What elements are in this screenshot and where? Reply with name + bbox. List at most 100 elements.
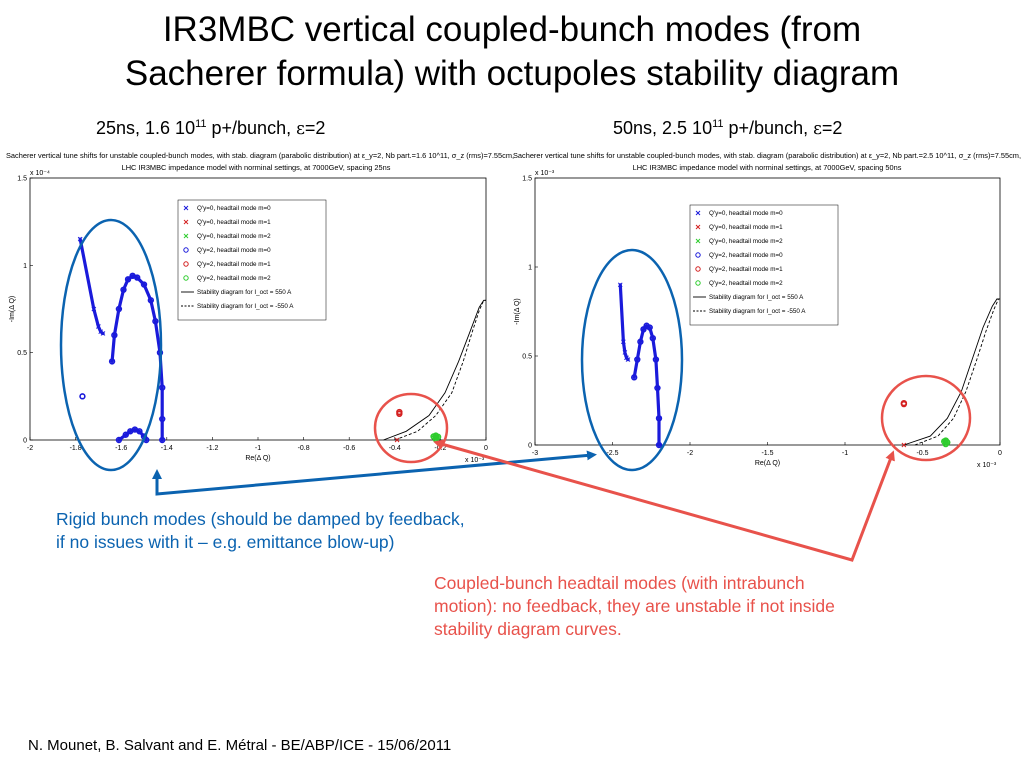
data-series-trace (432, 434, 440, 441)
legend-marker-cross (183, 205, 189, 211)
legend-label: Q'y=0, headtail mode m=0 (709, 210, 783, 217)
x-tick-label: -0.8 (298, 445, 310, 452)
stability-curve-dashed (914, 298, 1000, 446)
x-tick-label: -1.2 (206, 445, 218, 452)
x-tick-label: -1.6 (115, 445, 127, 452)
x-axis-exponent: x 10⁻³ (977, 462, 997, 469)
data-series-trace (110, 274, 164, 442)
footer-credits: N. Mounet, B. Salvant and E. Métral - BE… (28, 737, 452, 754)
legend-label: Q'y=0, headtail mode m=1 (709, 224, 783, 231)
data-point-cross (901, 442, 907, 448)
rigid-bunch-annotation-line2: if no issues with it – e.g. emittance bl… (56, 532, 395, 552)
x-tick-label: -1 (842, 450, 848, 457)
x-tick-label: -1 (255, 445, 261, 452)
data-series-trace (618, 283, 630, 362)
left-plot-header: Sacherer vertical tune shifts for unstab… (6, 150, 515, 174)
left-plot-header-line1: Sacherer vertical tune shifts for unstab… (6, 151, 515, 160)
left-subtitle-exponent: 11 (195, 118, 207, 130)
x-tick-label: -3 (532, 450, 538, 457)
legend-marker-cross (695, 224, 701, 230)
right-subtitle-exponent: 11 (712, 118, 724, 130)
right-subtitle-value: =2 (821, 118, 843, 138)
legend-marker-cross (183, 233, 189, 239)
legend-marker-circle (695, 280, 701, 286)
legend-marker-circle (695, 252, 701, 258)
right-subtitle-epsilon: ε (813, 119, 822, 139)
legend-label: Stability diagram for I_oct = -550 A (709, 308, 806, 315)
blue-arrow-connector (152, 450, 597, 496)
legend-marker-cross (695, 210, 701, 216)
chart-legend: Q'y=0, headtail mode m=0Q'y=0, headtail … (689, 204, 839, 326)
rigid-bunch-annotation: Rigid bunch modes (should be damped by f… (56, 508, 616, 554)
red-arrow-connector (433, 439, 895, 562)
x-tick-label: -0.4 (389, 445, 401, 452)
right-plot-header: Sacherer vertical tune shifts for unstab… (512, 150, 1022, 174)
data-series-trace (942, 439, 949, 446)
data-series-trace (78, 237, 105, 336)
x-axis-exponent: x 10⁻³ (465, 457, 485, 464)
y-tick-label: 1.5 (17, 176, 27, 183)
data-point-circle (900, 399, 908, 407)
x-tick-label: -2 (27, 445, 33, 452)
cross-stroke (901, 442, 907, 448)
headtail-annotation-line1: Coupled-bunch headtail modes (with intra… (434, 573, 805, 593)
legend-label: Q'y=2, headtail mode m=2 (709, 280, 783, 287)
data-point-circle (396, 408, 403, 416)
legend-label: Q'y=0, headtail mode m=2 (197, 233, 271, 240)
legend-marker-cross (695, 238, 701, 244)
y-axis-exponent: x 10⁻³ (535, 170, 555, 177)
left-subtitle-unit: p+/bunch, (206, 118, 297, 138)
legend-label: Q'y=0, headtail mode m=1 (197, 219, 271, 226)
stability-curve-dashed (394, 299, 486, 441)
x-tick-label: -0.5 (916, 450, 928, 457)
legend-marker-circle (695, 266, 701, 272)
legend-label: Stability diagram for I_oct = 550 A (197, 289, 292, 296)
legend-marker-circle (183, 261, 189, 267)
y-axis-label: -Im(Δ Q) (514, 298, 521, 324)
y-tick-label: 0 (23, 438, 27, 445)
headtail-annotation-line3: stability diagram curves. (434, 619, 622, 639)
y-tick-label: 1.5 (522, 176, 532, 183)
y-axis-label: -Im(Δ Q) (9, 296, 16, 322)
headtail-annotation-line2: motion): no feedback, they are unstable … (434, 596, 835, 616)
legend-label: Stability diagram for I_oct = -550 A (197, 303, 294, 310)
data-point-cross (394, 437, 400, 443)
x-tick-label: -0.6 (343, 445, 355, 452)
data-series-trace (632, 324, 661, 447)
y-tick-label: 0.5 (522, 354, 532, 361)
legend-label: Q'y=2, headtail mode m=0 (197, 247, 271, 254)
x-tick-label: 0 (484, 445, 488, 452)
legend-label: Q'y=0, headtail mode m=2 (709, 238, 783, 245)
legend-label: Stability diagram for I_oct = 550 A (709, 294, 804, 301)
y-tick-label: 0 (528, 443, 532, 450)
headtail-annotation: Coupled-bunch headtail modes (with intra… (434, 572, 994, 641)
y-axis-exponent: x 10⁻⁴ (30, 170, 50, 177)
left-rigid-modes-highlight (59, 218, 163, 472)
stability-curve-solid (903, 298, 1000, 446)
chart-legend: Q'y=0, headtail mode m=0Q'y=0, headtail … (177, 199, 327, 321)
legend-label: Q'y=2, headtail mode m=2 (197, 275, 271, 282)
right-plot-header-line2: LHC IR3MBC impedance model with norminal… (632, 163, 902, 172)
x-axis-label: Re(Δ Q) (755, 460, 780, 467)
legend-marker-circle (183, 275, 189, 281)
legend-marker-circle (183, 247, 189, 253)
left-subtitle-value: =2 (304, 118, 326, 138)
stability-curve-solid (383, 299, 486, 441)
rigid-bunch-annotation-line1: Rigid bunch modes (should be damped by f… (56, 509, 465, 529)
x-tick-label: 0 (998, 450, 1002, 457)
right-headtail-modes-highlight (880, 374, 972, 462)
x-tick-label: -1.4 (161, 445, 173, 452)
cross-stroke (394, 437, 400, 443)
y-tick-label: 1 (528, 265, 532, 272)
right-plot-subtitle: 50ns, 2.5 1011 p+/bunch, ε=2 (613, 118, 842, 139)
left-subtitle-epsilon: ε (296, 119, 305, 139)
x-tick-label: -2 (687, 450, 693, 457)
legend-marker-cross (183, 219, 189, 225)
data-point-circle (79, 393, 86, 400)
legend-label: Q'y=0, headtail mode m=0 (197, 205, 271, 212)
slide-title: IR3MBC vertical coupled-bunch modes (fro… (0, 8, 1024, 96)
legend-box (177, 199, 327, 321)
